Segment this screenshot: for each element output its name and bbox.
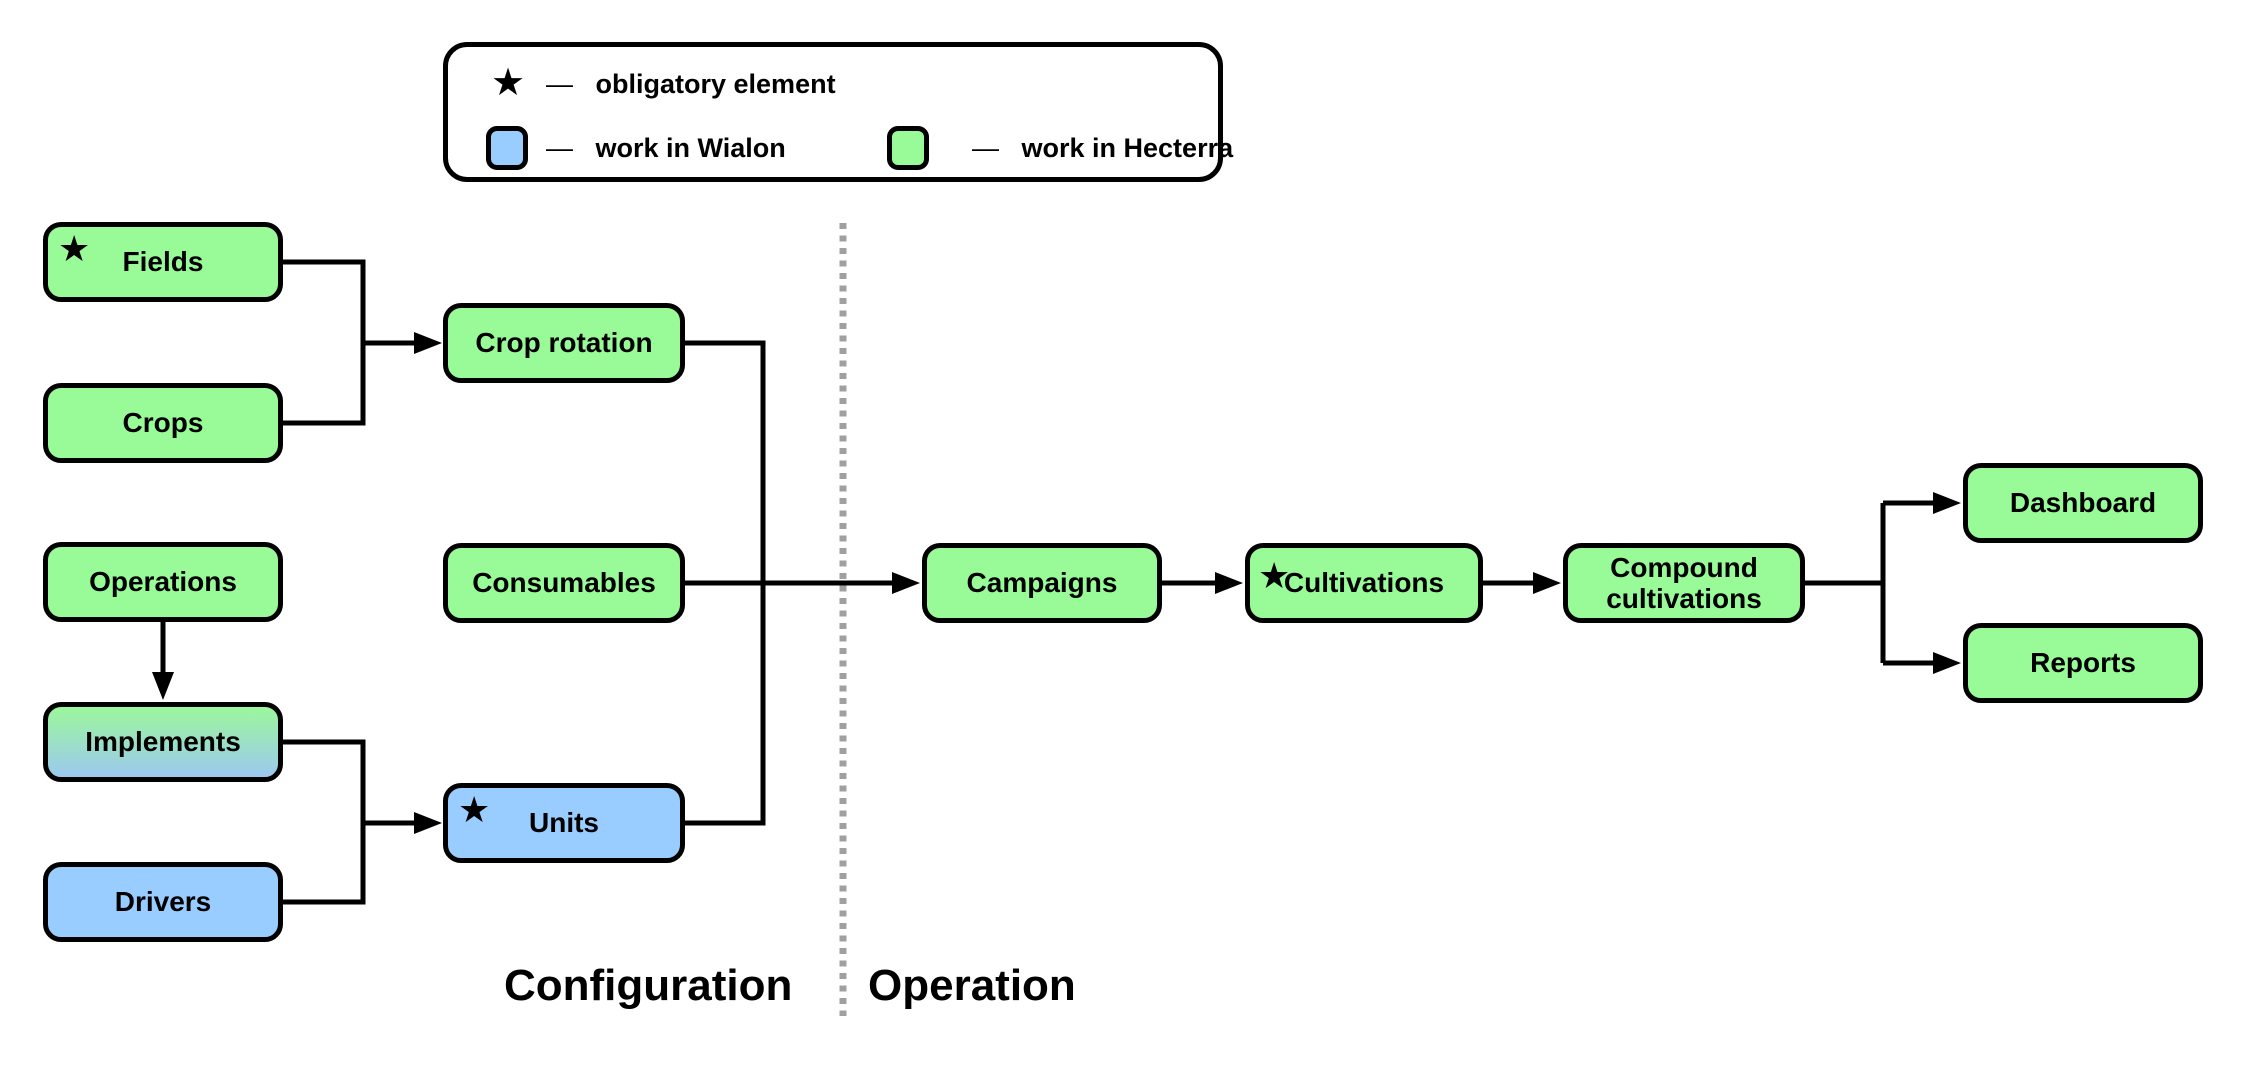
node-crop-rotation-label: Crop rotation — [475, 327, 653, 359]
legend-star-icon: ★ — [490, 62, 526, 104]
node-campaigns-label: Campaigns — [966, 567, 1118, 599]
legend-wialon-row: — work in Wialon — [546, 131, 786, 165]
node-dashboard: Dashboard — [1963, 463, 2203, 543]
arrowhead-reports — [1933, 652, 1961, 674]
obligatory-star-icon: ★ — [458, 789, 491, 830]
node-fields: ★ Fields — [43, 222, 283, 302]
node-consumables-label: Consumables — [472, 567, 656, 599]
edge-implements-drivers-join — [283, 739, 366, 905]
node-campaigns: Campaigns — [922, 543, 1162, 623]
node-reports: Reports — [1963, 623, 2203, 703]
arrowhead-units — [414, 812, 442, 834]
node-implements-label: Implements — [85, 726, 241, 758]
edge-compound-branch — [1805, 500, 1939, 666]
node-crops: Crops — [43, 383, 283, 463]
legend-box: ★ — obligatory element — work in Wialon … — [443, 42, 1233, 182]
node-operations: Operations — [43, 542, 283, 622]
legend-wialon-dash: — — [546, 133, 573, 163]
legend-hecterra-swatch-icon — [887, 126, 929, 170]
legend-obligatory-row: — obligatory element — [546, 67, 836, 101]
legend-wialon-swatch-icon — [486, 126, 528, 170]
node-drivers-label: Drivers — [114, 886, 212, 918]
node-crop-rotation: Crop rotation — [443, 303, 685, 383]
arrowhead-implements — [152, 672, 174, 700]
legend-wialon-label: work in Wialon — [595, 133, 786, 163]
node-crops-label: Crops — [122, 407, 204, 439]
node-cultivations-label: Cultivations — [1283, 567, 1445, 599]
arrowhead-compound — [1533, 572, 1561, 594]
node-compound-cultivations-label: Compound cultivations — [1606, 551, 1762, 614]
arrowhead-dashboard — [1933, 492, 1961, 514]
edge-fields-crops-join — [283, 259, 366, 426]
arrowhead-campaigns — [892, 572, 920, 594]
arrowhead-crop-rotation — [414, 332, 442, 354]
node-units: ★ Units — [443, 783, 685, 863]
node-implements: Implements — [43, 702, 283, 782]
node-fields-label: Fields — [122, 246, 204, 278]
obligatory-star-icon: ★ — [58, 228, 91, 269]
legend-obligatory-label: obligatory element — [595, 69, 836, 99]
legend-hecterra-row: — work in Hecterra — [972, 131, 1233, 165]
node-consumables: Consumables — [443, 543, 685, 623]
legend-hecterra-dash: — — [972, 133, 999, 163]
legend-obligatory-dash: — — [546, 69, 573, 99]
node-cultivations: ★ Cultivations — [1245, 543, 1483, 623]
section-label-operation: Operation — [868, 961, 1076, 1010]
node-operations-label: Operations — [89, 566, 237, 598]
obligatory-star-icon: ★ — [1258, 555, 1291, 596]
arrowhead-cultivations — [1215, 572, 1243, 594]
node-units-label: Units — [529, 807, 599, 839]
node-compound-cultivations: Compound cultivations — [1563, 543, 1805, 623]
node-reports-label: Reports — [2030, 647, 2136, 679]
section-label-configuration: Configuration — [504, 961, 793, 1010]
node-drivers: Drivers — [43, 862, 283, 942]
node-dashboard-label: Dashboard — [2009, 487, 2157, 519]
legend-hecterra-label: work in Hecterra — [1021, 133, 1234, 163]
